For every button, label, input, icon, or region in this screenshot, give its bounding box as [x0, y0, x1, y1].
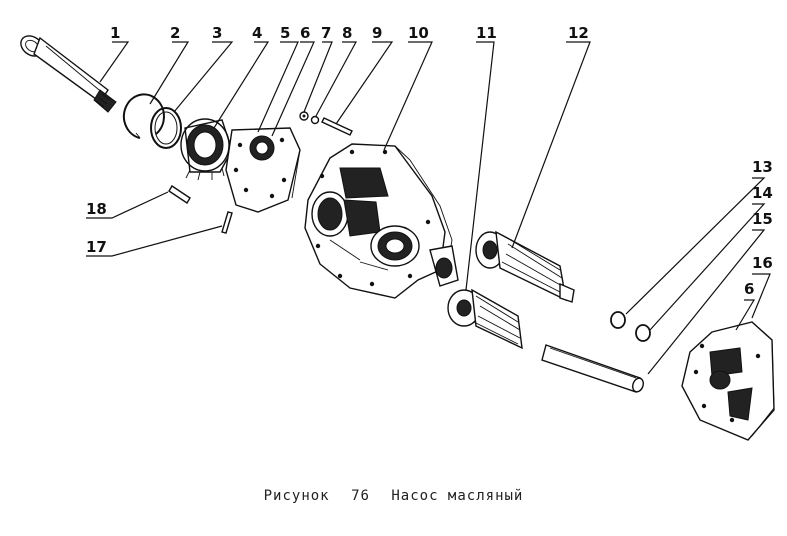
part-3-ring	[150, 107, 182, 149]
callout-6b: 6	[744, 280, 754, 298]
part-15-axle	[541, 344, 644, 393]
part-18-dowel	[168, 185, 191, 204]
callout-7: 7	[321, 24, 331, 42]
figure-caption: Рисунок 76 Насос масляный	[0, 488, 787, 504]
part-11-drive-gear	[447, 288, 523, 350]
caption-prefix: Рисунок	[263, 488, 330, 504]
callout-8: 8	[342, 24, 352, 42]
part-17-pin	[221, 211, 233, 234]
callout-13: 13	[752, 158, 773, 176]
callout-labels: 1 2 3 4 5 6 7 8 9 10 11 12 13 14 15 16 6…	[86, 24, 773, 298]
callout-10: 10	[408, 24, 429, 42]
callout-1: 1	[110, 24, 120, 42]
part-5-6-cover-plate	[225, 127, 301, 213]
part-10-pump-housing	[304, 143, 459, 299]
part-4-bearing-cup	[180, 118, 233, 181]
callout-9: 9	[372, 24, 382, 42]
callout-18: 18	[86, 200, 107, 218]
caption-number: 76	[351, 488, 370, 504]
callout-6: 6	[300, 24, 310, 42]
part-14-ring	[635, 324, 651, 342]
part-13-ring	[610, 311, 626, 329]
part-9-pin	[321, 117, 353, 136]
callout-17: 17	[86, 238, 107, 256]
part-1-drive-shaft	[20, 35, 117, 113]
callout-14: 14	[752, 184, 773, 202]
callout-16: 16	[752, 254, 773, 272]
part-2-snap-ring	[122, 93, 165, 139]
part-8-washer	[310, 115, 320, 125]
callout-3: 3	[212, 24, 222, 42]
callout-2: 2	[170, 24, 180, 42]
part-7-nut	[299, 111, 309, 121]
caption-title: Насос масляный	[391, 488, 524, 504]
callout-15: 15	[752, 210, 773, 228]
part-12-driven-gear	[475, 230, 575, 303]
part-16-rear-cover	[681, 321, 775, 441]
callout-4: 4	[252, 24, 262, 42]
leader-lines	[86, 41, 771, 375]
callout-12: 12	[568, 24, 589, 42]
callout-5: 5	[280, 24, 290, 42]
callout-11: 11	[476, 24, 497, 42]
